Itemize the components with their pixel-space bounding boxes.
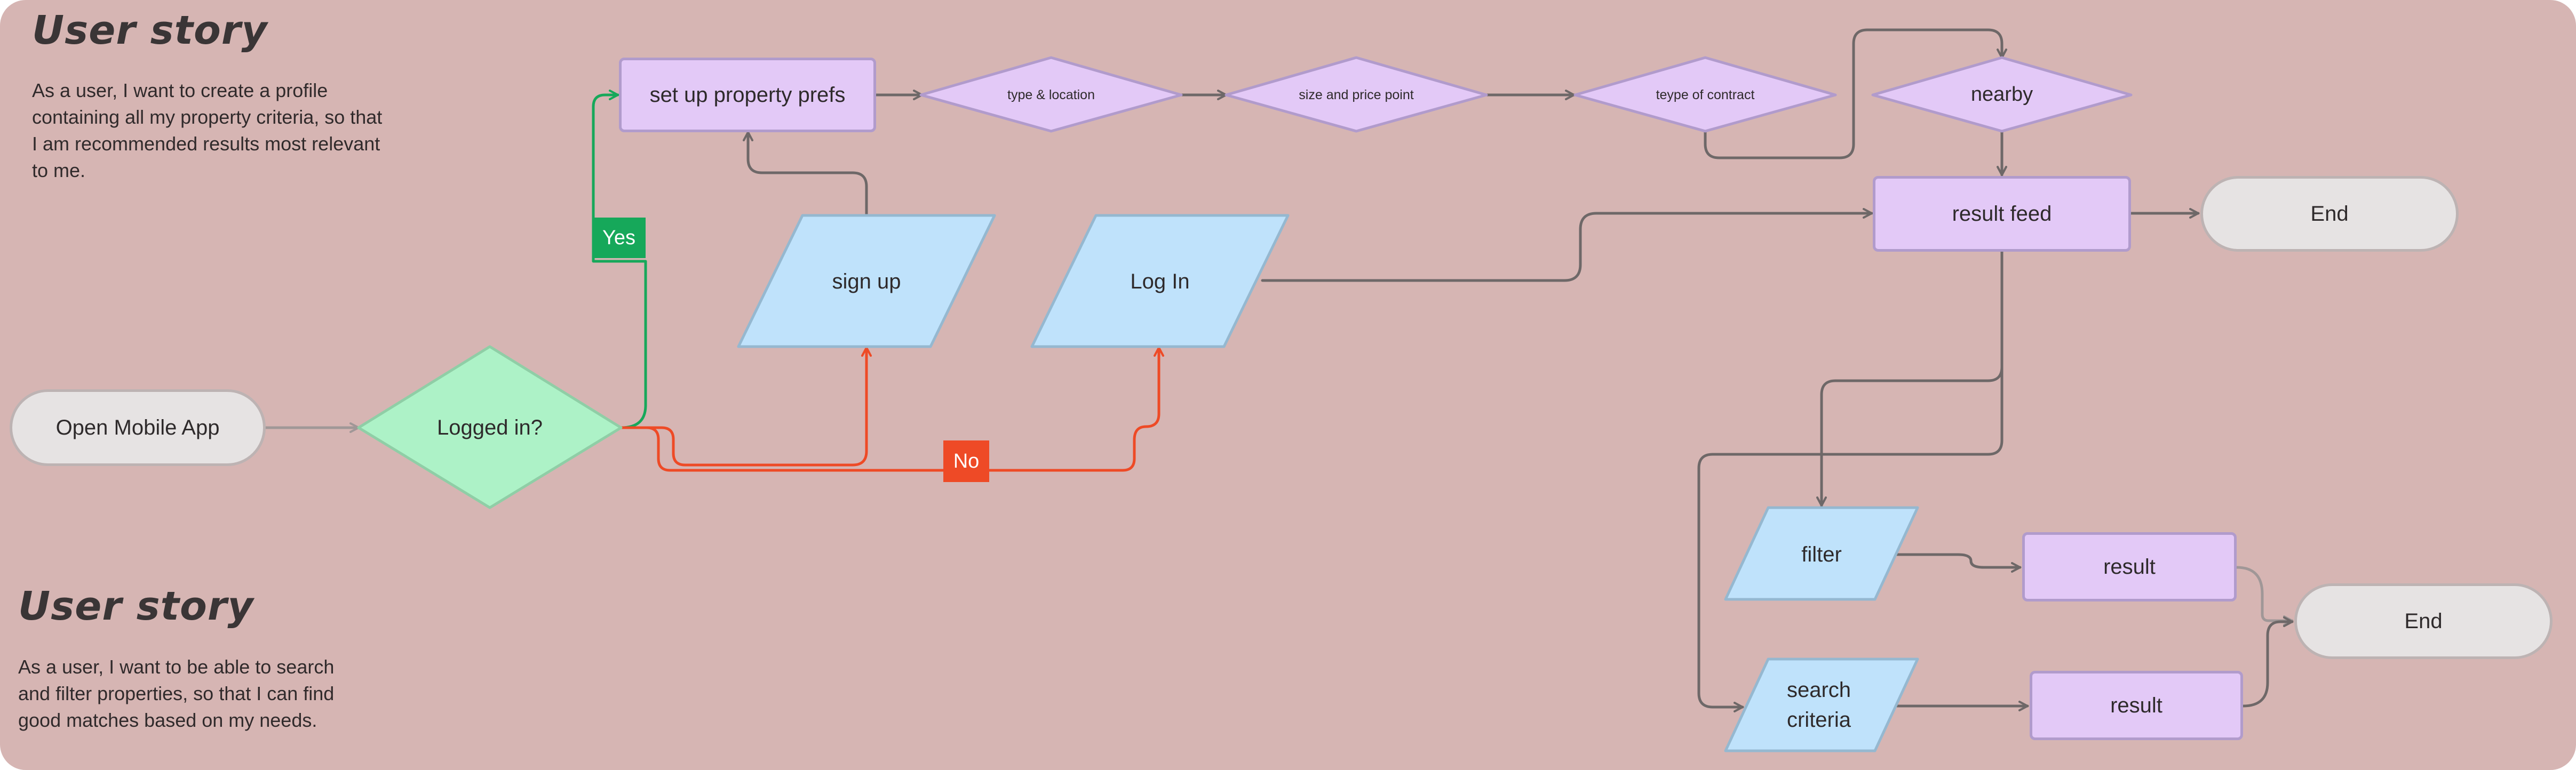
story-2-text: As a user, I want to be able to search a…: [18, 656, 335, 731]
story-2-title: User story: [18, 583, 254, 629]
type-location-diamond: [919, 56, 1183, 133]
story-1-title: User story: [32, 7, 268, 53]
connector-result-search-to-end: [2241, 616, 2294, 708]
connector-no-to-signup: [619, 346, 872, 467]
log-in-input-shape: [1030, 214, 1290, 348]
result-search-label: result: [2110, 693, 2162, 717]
end-terminal-bottom: End: [2294, 583, 2553, 659]
yes-branch-tag: Yes: [592, 218, 646, 258]
story-1-text: As a user, I want to create a profile co…: [32, 79, 383, 181]
nearby-diamond: [1871, 56, 2133, 133]
result-feed-process: result feed: [1873, 176, 2131, 252]
result-filter-label: result: [2103, 555, 2156, 579]
search-criteria-input-shape: [1724, 657, 1919, 752]
filter-label: filter: [1801, 543, 1842, 566]
end-top-label: End: [2310, 202, 2349, 226]
filter-input-shape: [1724, 506, 1919, 601]
open-mobile-app-terminal: Open Mobile App: [10, 389, 266, 466]
end-terminal-top: End: [2200, 176, 2459, 252]
connector-filter-to-result: [1896, 553, 2022, 573]
contract-type-label: teype of contract: [1656, 87, 1755, 102]
connector-signup-to-prefs: [743, 131, 868, 217]
end-bottom-label: End: [2404, 609, 2443, 633]
result-filter-process: result: [2022, 532, 2237, 601]
contract-type-diamond: [1573, 56, 1837, 133]
search-criteria-label: search criteria: [1786, 678, 1851, 732]
open-mobile-app-label: Open Mobile App: [55, 415, 220, 439]
logged-in-decision-shape: [357, 345, 623, 509]
sign-up-label: sign up: [832, 270, 901, 293]
connector-feed-to-filter: [1816, 249, 2003, 507]
connector-contract-to-nearby: [1704, 28, 2007, 159]
type-location-label: type & location: [1007, 87, 1095, 102]
no-branch-tag: No: [943, 440, 989, 482]
nearby-label: nearby: [1970, 83, 2033, 106]
setup-prefs-process: set up property prefs: [619, 58, 876, 132]
setup-prefs-label: set up property prefs: [649, 83, 846, 107]
connector-feed-to-search: [1697, 249, 2003, 712]
sign-up-input-shape: [737, 214, 996, 348]
connector-result-filter-to-end: [2235, 566, 2294, 626]
size-price-label: size and price point: [1299, 87, 1414, 102]
log-in-label: Log In: [1130, 270, 1190, 293]
result-feed-label: result feed: [1952, 202, 2052, 226]
connector-login-to-feed: [1261, 208, 1873, 282]
connector-no-to-login: [619, 346, 1164, 472]
logged-in-label: Logged in?: [437, 416, 543, 439]
size-price-diamond: [1225, 56, 1488, 133]
connector-yes-to-prefs: [592, 90, 647, 429]
result-search-process: result: [2030, 671, 2243, 740]
